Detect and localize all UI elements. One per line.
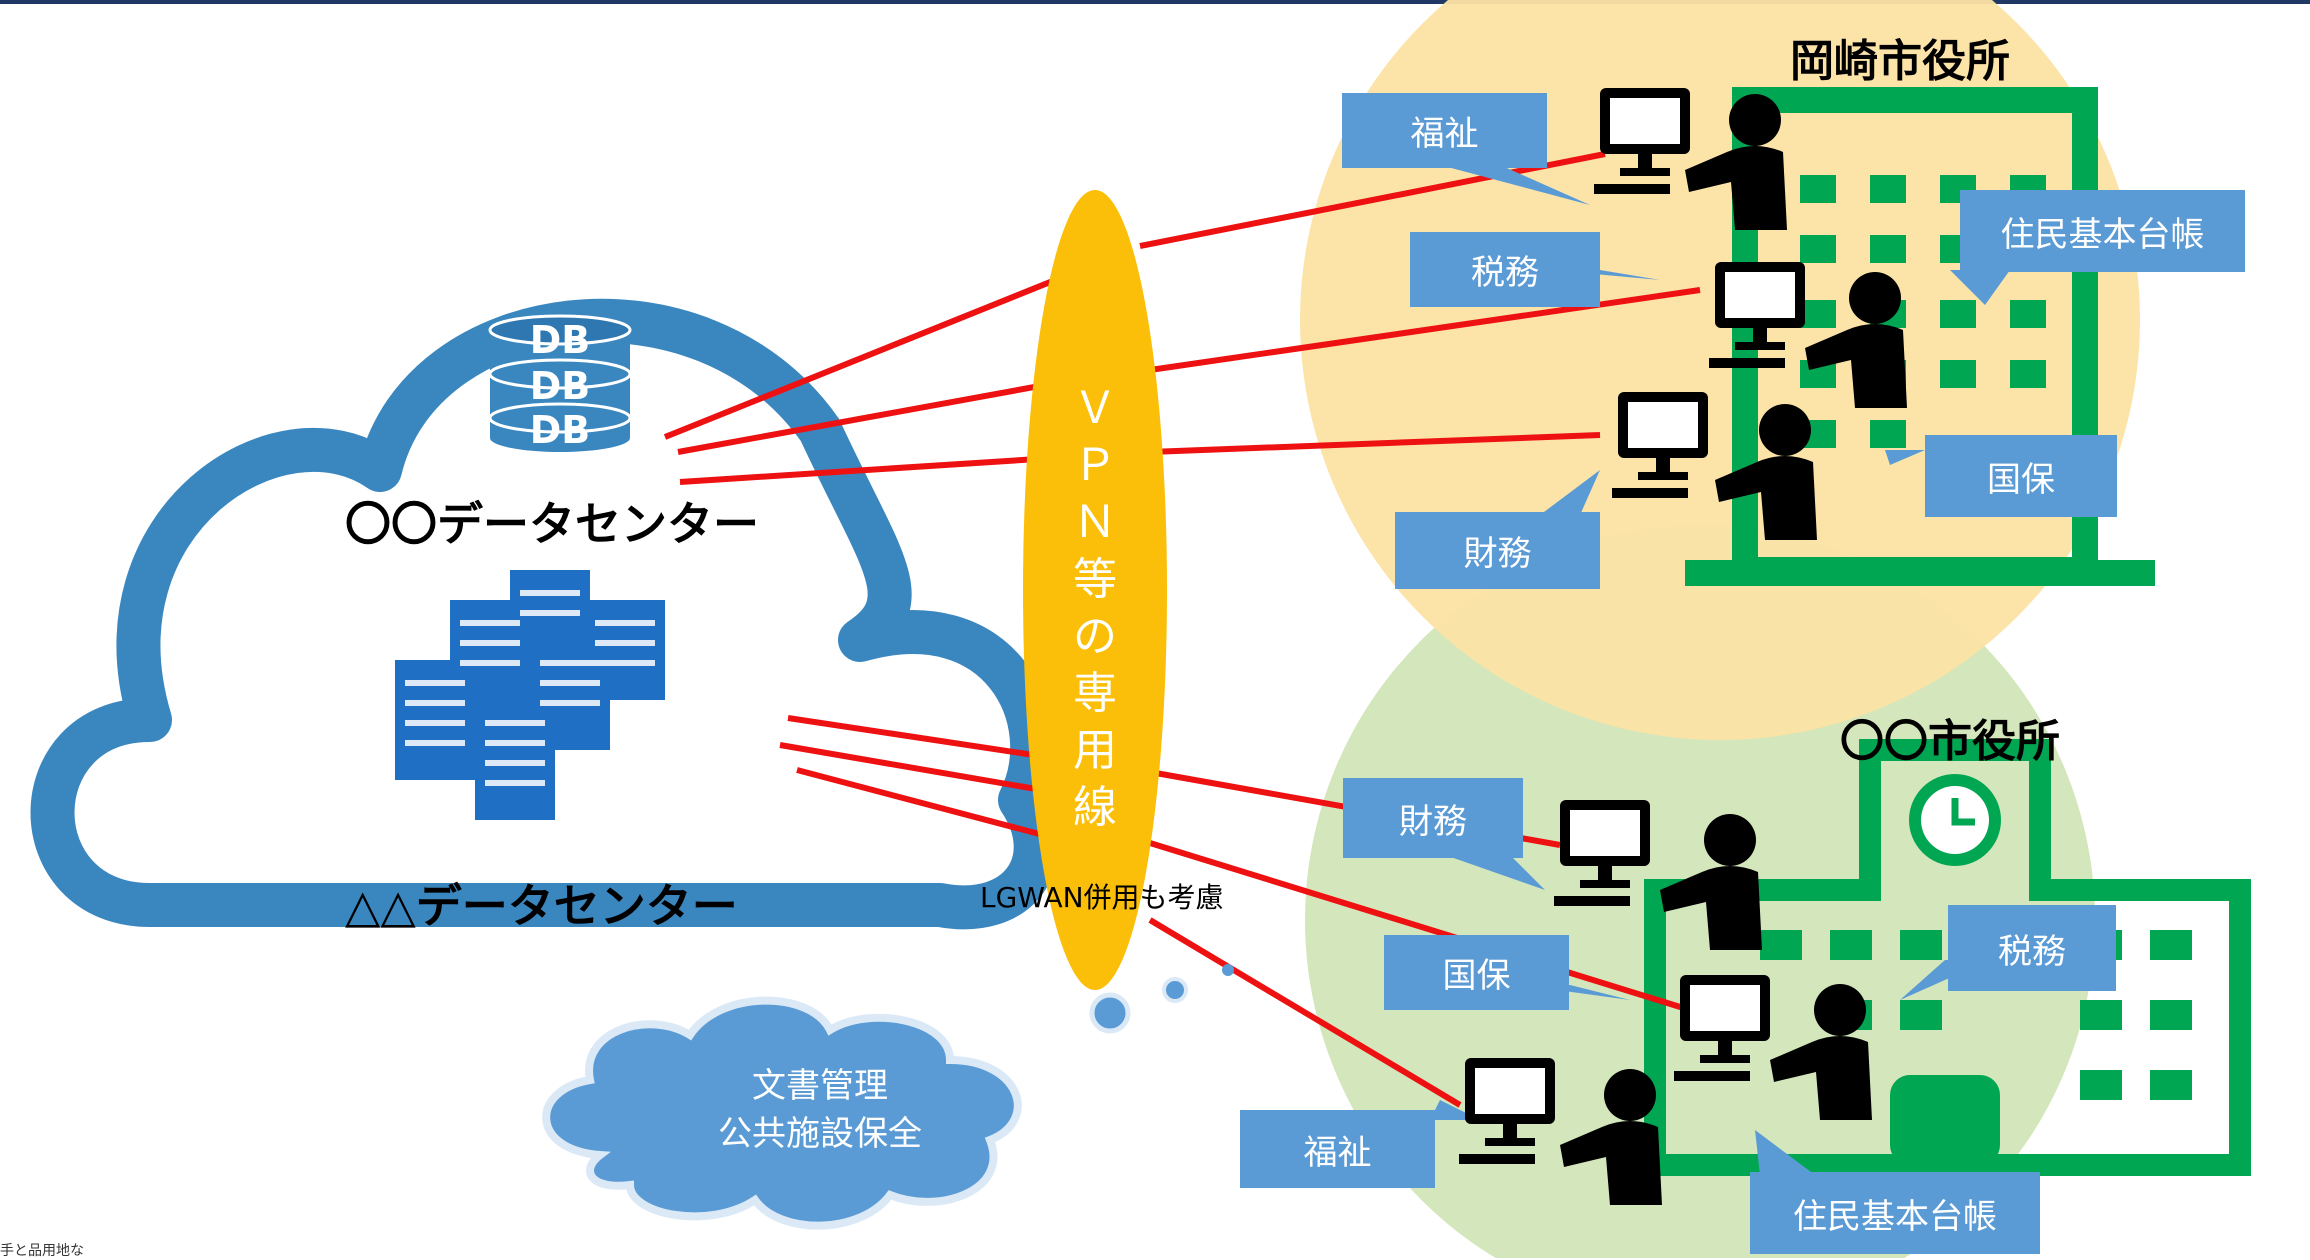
label-insurance: 国保	[1384, 935, 1569, 1010]
label-welfare: 福祉	[1240, 1110, 1435, 1188]
doc-cloud-line2: 公共施設保全	[718, 1114, 922, 1154]
data-center-1-title: 〇〇データセンター	[345, 497, 759, 551]
database-icon	[488, 314, 632, 452]
doc-cloud-line1: 文書管理	[752, 1066, 888, 1106]
other-office-title: 〇〇市役所	[1840, 716, 2060, 767]
db-label: DB	[529, 408, 591, 452]
label-finance: 財務	[1343, 778, 1523, 858]
label-finance: 財務	[1395, 512, 1600, 589]
label-tax: 税務	[1410, 232, 1600, 307]
label-insurance: 国保	[1925, 435, 2117, 517]
thought-bubble	[1222, 964, 1234, 976]
vpn-label: Ｖ Ｐ Ｎ 等 の 専 用 線	[1073, 383, 1117, 833]
okazaki-building-icon	[1685, 87, 2155, 586]
top-border	[0, 0, 2310, 4]
server-rack-icon	[395, 570, 665, 820]
label-resident: 住民基本台帳	[1960, 190, 2245, 272]
thought-bubble	[1089, 992, 1131, 1034]
db-label: DB	[529, 364, 591, 408]
thought-bubble	[1162, 977, 1188, 1003]
doc-cloud-text: 文書管理 公共施設保全	[620, 1062, 1020, 1158]
label-resident: 住民基本台帳	[1750, 1172, 2040, 1254]
okazaki-office-title: 岡崎市役所	[1790, 36, 2010, 87]
vpn-tunnel	[1023, 190, 1167, 990]
label-welfare: 福祉	[1342, 93, 1547, 168]
db-label: DB	[529, 318, 591, 362]
label-tax: 税務	[1948, 905, 2116, 991]
lgwan-note: LGWAN併用も考慮	[980, 881, 1224, 914]
data-center-2-title: △△データセンター	[345, 879, 738, 933]
document-cloud	[542, 996, 1022, 1230]
other-building-icon	[1644, 739, 2251, 1176]
footnote: 手と品用地な	[0, 1243, 84, 1259]
